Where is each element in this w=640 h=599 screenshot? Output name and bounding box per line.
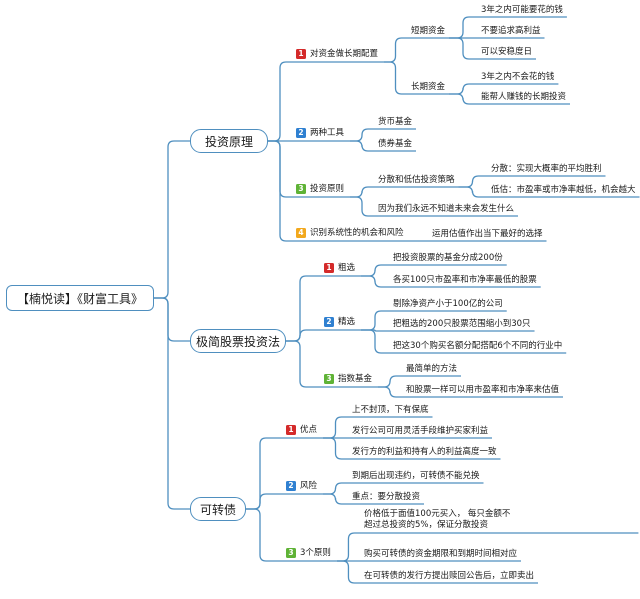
- connector-line: [323, 493, 348, 505]
- subtopic-label[interactable]: 因为我们永远不知道未来会发生什么: [378, 204, 515, 214]
- connector-line: [449, 83, 477, 95]
- branch-node[interactable]: 极简股票投资法: [190, 329, 286, 353]
- connector-line: [246, 437, 282, 510]
- subtopic-label[interactable]: 短期资金: [411, 26, 446, 36]
- connector-line: [268, 61, 292, 142]
- connector-line: [449, 37, 477, 60]
- priority-badge: 2: [324, 317, 334, 327]
- connector-line: [154, 297, 190, 342]
- priority-badge: 1: [324, 263, 334, 273]
- connector-line: [361, 275, 389, 288]
- subtopic-label[interactable]: 债券基金: [378, 139, 413, 149]
- topic-label[interactable]: 3个原则: [300, 548, 331, 558]
- connector-line: [361, 310, 389, 331]
- topic-label[interactable]: 指数基金: [338, 374, 373, 384]
- subtopic-label[interactable]: 把投资股票的基金分成200份: [393, 253, 503, 263]
- detail-label[interactable]: 分散：实现大概率的平均胜利: [491, 164, 602, 174]
- subtopic-label[interactable]: 货币基金: [378, 117, 413, 127]
- connector-line: [449, 93, 477, 105]
- connector-line: [350, 140, 374, 152]
- subtopic-label[interactable]: 和股票一样可以用市盈率和市净率来估值: [406, 385, 560, 395]
- subtopic-label[interactable]: 分散和低估投资策略: [378, 175, 455, 185]
- connector-line: [268, 140, 292, 242]
- detail-label[interactable]: 低估：市盈率或市净率越低，机会越大: [491, 185, 636, 195]
- connector-line: [350, 186, 374, 198]
- branch-node[interactable]: 可转债: [190, 497, 246, 521]
- topic-label[interactable]: 两种工具: [310, 128, 345, 138]
- detail-label[interactable]: 能帮人赚钱的长期投资: [481, 92, 567, 102]
- subtopic-label[interactable]: 各买100只市盈率和市净率最低的股票: [393, 275, 537, 285]
- connector-line: [361, 264, 389, 277]
- subtopic-label[interactable]: 价格低于面值100元买入， 每只金额不超过总投资的5%，保证分散投资: [364, 509, 511, 530]
- connector-line: [246, 508, 282, 562]
- connector-line: [246, 493, 282, 510]
- connector-line: [336, 532, 360, 562]
- connector-line: [336, 560, 360, 584]
- connector-line: [350, 196, 374, 217]
- connector-line: [449, 16, 477, 39]
- subtopic-label[interactable]: 最简单的方法: [406, 364, 458, 374]
- topic-label[interactable]: 识别系统性的机会和风险: [310, 228, 404, 238]
- topic-label[interactable]: 精选: [338, 317, 356, 327]
- detail-label[interactable]: 不要追求高利益: [481, 26, 541, 36]
- subtopic-label[interactable]: 发行公司可用灵活手段维护买家利益: [352, 426, 489, 436]
- connector-line: [458, 175, 487, 188]
- connector-line: [286, 329, 320, 342]
- subtopic-label[interactable]: 长期资金: [411, 82, 446, 92]
- connector-line: [350, 128, 374, 142]
- connector-line: [154, 297, 190, 510]
- connector-line: [361, 329, 389, 332]
- connector-line: [323, 482, 348, 495]
- subtopic-label[interactable]: 到期后出现违约，可转债不能兑换: [352, 471, 480, 481]
- connector-line: [458, 186, 487, 198]
- priority-badge: 2: [286, 481, 296, 491]
- topic-label[interactable]: 对资金做长期配置: [310, 49, 379, 59]
- branch-node[interactable]: 投资原理: [190, 129, 268, 153]
- subtopic-label[interactable]: 上不封顶，下有保底: [352, 405, 429, 415]
- subtopic-label[interactable]: 在可转债的发行方提出赎回公告后，立即卖出: [364, 571, 535, 581]
- subtopic-label[interactable]: 重点：要分散投资: [352, 492, 421, 502]
- detail-label[interactable]: 3年之内可能要花的钱: [481, 5, 563, 15]
- priority-badge: 2: [296, 128, 306, 138]
- detail-label[interactable]: 3年之内不会花的钱: [481, 72, 555, 82]
- connector-line: [378, 386, 402, 398]
- connector-line: [384, 37, 407, 63]
- connector-line: [361, 329, 389, 354]
- priority-badge: 4: [296, 228, 306, 238]
- priority-badge: 3: [296, 184, 306, 194]
- subtopic-label[interactable]: 把这30个购买名额分配搭配6个不同的行业中: [393, 341, 563, 351]
- topic-label[interactable]: 投资原则: [310, 184, 345, 194]
- subtopic-label[interactable]: 发行方的利益和持有人的利益高度一致: [352, 447, 497, 457]
- priority-badge: 3: [286, 548, 296, 558]
- subtopic-label[interactable]: 购买可转债的资金期限和到期时间相对应: [364, 549, 518, 559]
- priority-badge: 1: [286, 425, 296, 435]
- connector-line: [384, 61, 407, 95]
- connector-line: [378, 375, 402, 388]
- root-node[interactable]: 【楠悦读】《财富工具》: [6, 285, 154, 311]
- connector-line: [323, 437, 348, 460]
- connector-line: [286, 340, 320, 388]
- detail-label[interactable]: 可以安稳度日: [481, 47, 533, 57]
- connector-line: [154, 140, 190, 299]
- topic-label[interactable]: 风险: [300, 481, 318, 491]
- connector-line: [323, 416, 348, 439]
- priority-badge: 3: [324, 374, 334, 384]
- subtopic-label[interactable]: 剔除净资产小于100亿的公司: [393, 299, 503, 309]
- priority-badge: 1: [296, 49, 306, 59]
- topic-label[interactable]: 粗选: [338, 263, 356, 273]
- subtopic-label[interactable]: 把粗选的200只股票范围缩小到30只: [393, 319, 531, 329]
- subtopic-label[interactable]: 运用估值作出当下最好的选择: [432, 229, 543, 239]
- topic-label[interactable]: 优点: [300, 425, 318, 435]
